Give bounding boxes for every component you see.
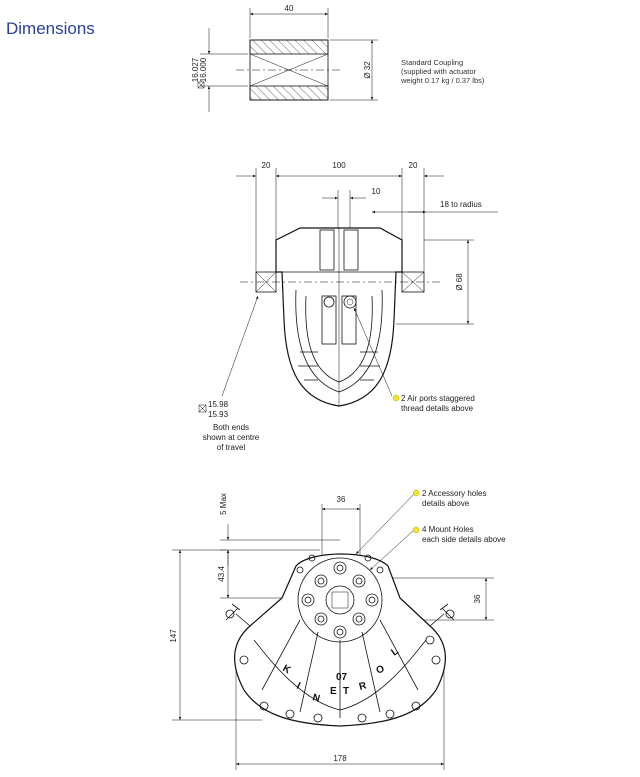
bottom-view-drawing — [172, 489, 494, 770]
front-left-extension-label: 20 — [262, 161, 271, 170]
coupling-drawing — [197, 8, 378, 112]
coupling-width-label: 40 — [285, 4, 294, 13]
radius-note: 18 to radius — [440, 200, 482, 209]
logo-letter: E — [330, 686, 337, 697]
shaft-note-line-1: Both ends — [213, 423, 249, 432]
coupling-note-line-2: (supplied with actuator — [401, 67, 477, 76]
max-top-label: 5 Max — [219, 493, 228, 515]
mount-holes-note-line-2: each side details above — [422, 535, 506, 544]
front-view-drawing — [198, 168, 498, 413]
page-title: Dimensions — [6, 19, 95, 38]
front-offset-label: 10 — [372, 187, 381, 196]
height-to-centre-label: 43.4 — [217, 566, 226, 582]
model-number: 07 — [336, 672, 348, 683]
logo-letter: I — [295, 681, 302, 692]
mount-holes-note-line-1: 4 Mount Holes — [422, 525, 474, 534]
air-ports-note-line-2: thread details above — [401, 404, 474, 413]
accessory-holes-note-line-2: details above — [422, 499, 470, 508]
front-width-label: 100 — [332, 161, 346, 170]
shaft-tolerance-upper: 15.98 — [208, 400, 229, 409]
logo-letter: R — [358, 680, 369, 693]
air-ports-note-line-1: 2 Air ports staggered — [401, 394, 475, 403]
logo-letter: O — [375, 663, 387, 676]
side-spacing-label: 36 — [473, 594, 482, 603]
shaft-tolerance-lower: 15.93 — [208, 410, 229, 419]
accessory-holes-note-line-1: 2 Accessory holes — [422, 489, 486, 498]
kinetrol-logo: K I N E T R O L 07 — [281, 646, 401, 705]
front-right-extension-label: 20 — [409, 161, 418, 170]
coupling-tolerance-lower: 16.000 — [199, 57, 208, 82]
logo-letter: T — [343, 686, 349, 697]
coupling-tolerance-upper: 16.027 — [191, 57, 200, 82]
logo-letter: N — [311, 692, 321, 704]
shaft-note-line-2: shown at centre — [203, 433, 260, 442]
coupling-note-line-1: Standard Coupling — [401, 58, 463, 67]
overall-width-label: 178 — [333, 754, 347, 763]
coupling-note-line-3: weight 0.17 kg / 0.37 lbs) — [400, 76, 485, 85]
overall-height-label: 147 — [169, 629, 178, 643]
front-diameter-label: Ø 68 — [455, 273, 464, 291]
logo-letter: L — [389, 646, 400, 659]
shaft-note-line-3: of travel — [217, 443, 246, 452]
coupling-diameter-label: Ø 32 — [363, 61, 372, 79]
hole-spacing-label: 36 — [337, 495, 346, 504]
